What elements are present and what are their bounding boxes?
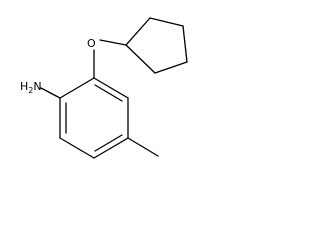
cp-bond-3 bbox=[182, 25, 188, 63]
ring-double-bond-c2-c3 bbox=[94, 84, 123, 102]
ring-bond-c5-c6 bbox=[59, 137, 95, 159]
cp-bond-4 bbox=[154, 61, 188, 74]
amine-hydrogen-count: 2 bbox=[28, 86, 33, 95]
amine-hydrogen-label: H bbox=[20, 80, 28, 93]
ring-double-bond-c4-c5 bbox=[94, 134, 123, 152]
cp-bond-1 bbox=[125, 17, 151, 46]
cp-bond-2 bbox=[149, 17, 184, 27]
bond-oxygen-to-cyclopentyl bbox=[99, 39, 127, 46]
bond-ring-to-amine bbox=[40, 87, 61, 99]
ring-bond-c4-c5 bbox=[93, 137, 129, 159]
benzene-ring bbox=[59, 77, 129, 159]
amine-atom-label: H2N bbox=[20, 80, 42, 95]
ring-bond-c1-c2 bbox=[59, 77, 95, 99]
oxygen-atom-label: O bbox=[87, 37, 96, 50]
amine-nitrogen-label: N bbox=[33, 80, 41, 93]
cyclopentane-ring bbox=[125, 17, 188, 74]
ring-bond-c2-c3 bbox=[93, 77, 129, 99]
molecule-diagram: O H2N bbox=[20, 17, 188, 159]
cp-bond-5 bbox=[125, 44, 156, 74]
bond-ring-to-methyl bbox=[127, 137, 159, 157]
